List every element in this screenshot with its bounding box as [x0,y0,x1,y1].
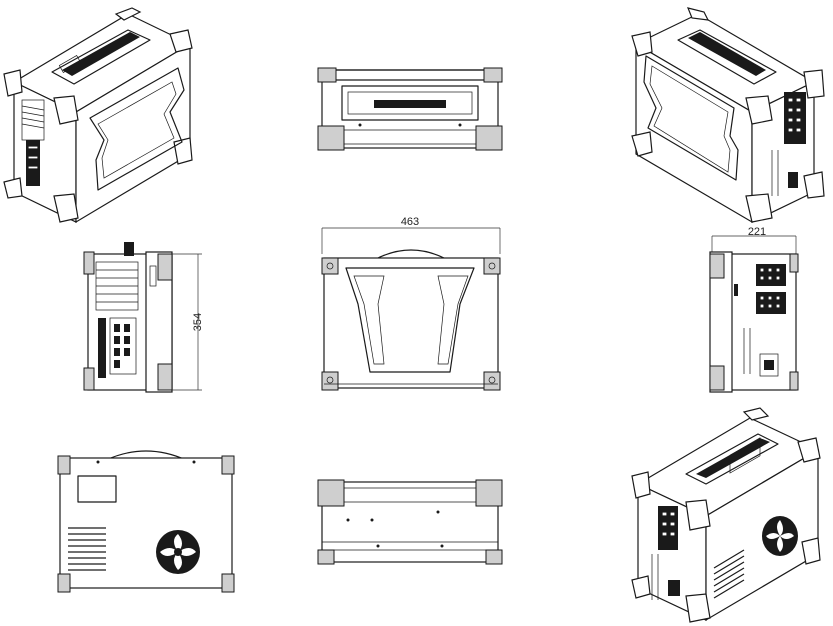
iso-view-front-left [3,7,193,224]
width-dimension-label: 463 [400,216,420,228]
fan-grille-icon [156,530,200,574]
top-view [317,67,503,151]
rear-vent-slots [68,527,106,571]
side-vent-grille [21,99,45,186]
fan-grille-icon [762,516,798,556]
right-side-view [709,235,799,393]
iso-view-rear-right [631,407,821,623]
carry-handle-icon [688,32,766,76]
carry-handle-icon [62,32,140,76]
vent-grille [734,264,786,377]
left-side-view [83,242,202,393]
rear-view [57,450,235,593]
iso-view-front-right [631,7,825,224]
io-panel [95,261,157,378]
bottom-view [317,479,503,565]
depth-dimension-label: 221 [747,226,767,238]
carry-handle-icon [374,100,446,108]
carry-handle-icon [696,438,770,478]
side-vent-grille [771,92,806,196]
rear-vent-slots [713,549,745,599]
carry-handle-icon [124,242,134,256]
front-view [321,227,501,391]
side-vent-grille [651,506,680,600]
height-dimension-label: 354 [192,312,204,332]
